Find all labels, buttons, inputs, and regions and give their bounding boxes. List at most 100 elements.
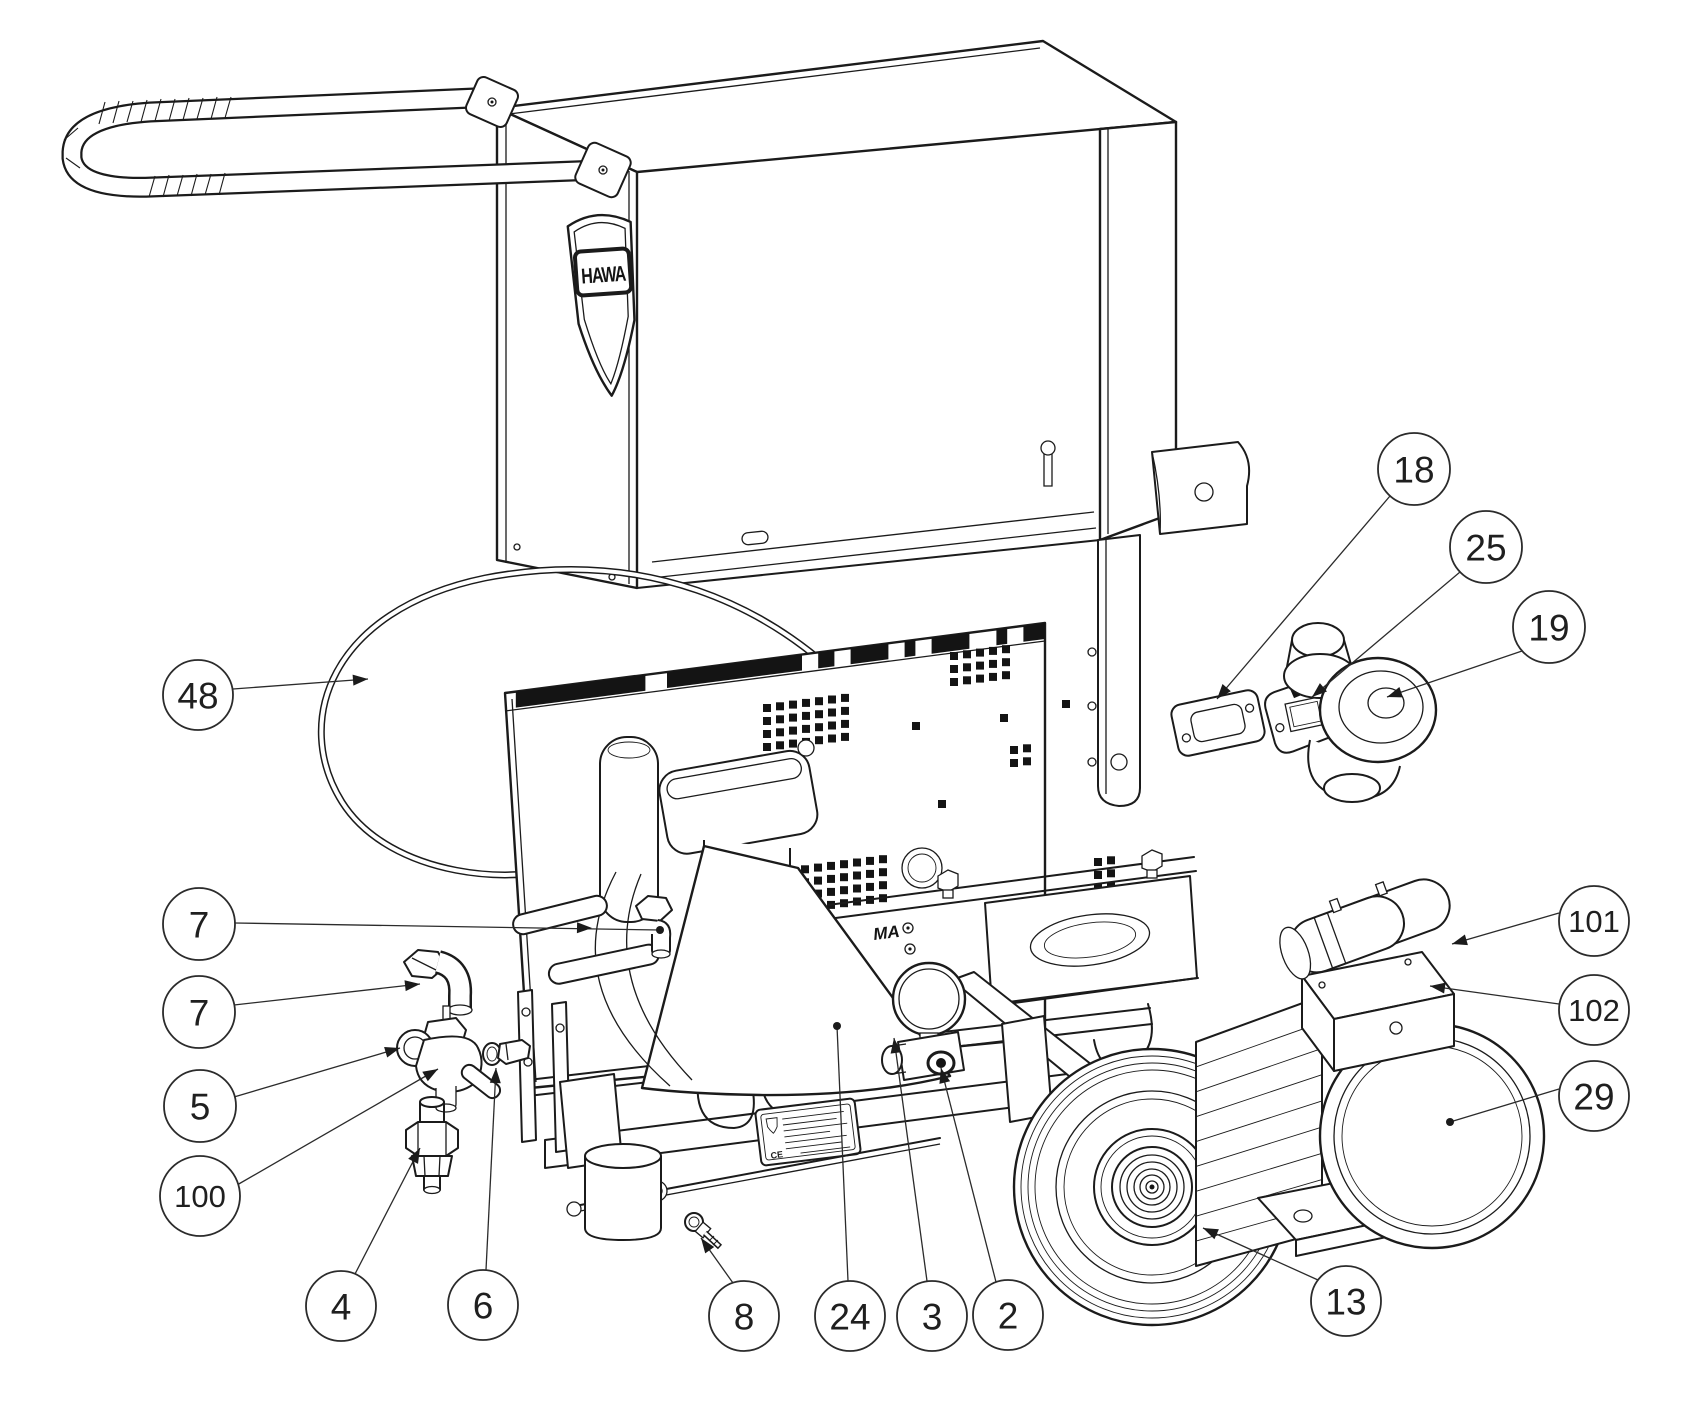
balloon-label: 29	[1573, 1076, 1614, 1117]
gauge-assembly	[881, 961, 1107, 1123]
handle-grip-hatching	[63, 96, 232, 198]
leader-line	[233, 1047, 401, 1098]
balloon-circle	[162, 659, 234, 731]
balloon-label: 7	[189, 992, 210, 1033]
installed-elbow-fitting	[635, 895, 673, 959]
balloon-circle	[972, 1279, 1044, 1351]
leader-line	[1451, 912, 1560, 945]
balloon-circle	[1377, 432, 1451, 506]
capacitor	[1279, 895, 1405, 980]
leader-dot	[1446, 1118, 1454, 1126]
hose-loop	[317, 566, 865, 879]
balloon-label: 102	[1568, 993, 1620, 1028]
leader-arrowhead	[1452, 934, 1468, 946]
callout-19: 19	[1386, 590, 1586, 698]
gasket	[1170, 689, 1266, 757]
leader-arrowhead	[701, 1238, 715, 1254]
callout-25: 25	[1311, 510, 1523, 698]
pipe-stub	[512, 894, 608, 936]
leader-arrowhead	[1217, 684, 1231, 699]
filter-housing	[658, 749, 819, 855]
vent-grid	[1010, 744, 1031, 767]
balloon-circle	[1449, 510, 1523, 584]
plug-fitting	[482, 1039, 531, 1066]
balloon-circle	[305, 1270, 377, 1342]
rating-label: CE	[754, 1097, 862, 1167]
balloon-circle	[162, 887, 236, 961]
logo-text: HAWA	[581, 262, 628, 289]
callout-48: 48	[162, 659, 369, 731]
balloon-circle	[1512, 590, 1586, 664]
callout-101: 101	[1451, 885, 1630, 957]
leader-arrowhead	[1387, 687, 1403, 698]
balloon-label: 18	[1393, 449, 1434, 490]
callout-4: 4	[305, 1147, 421, 1342]
chassis-platform	[827, 849, 1199, 1069]
balloon-circle	[814, 1280, 886, 1352]
hex-bolt	[937, 869, 959, 899]
balloon-circle	[163, 1069, 237, 1143]
leader-arrowhead	[1312, 683, 1327, 697]
balloon-circle	[1310, 1265, 1382, 1337]
balloon-circle	[896, 1280, 968, 1352]
handle-bracket	[465, 76, 519, 128]
balloon-label: 13	[1325, 1281, 1366, 1322]
hex-bolt	[1141, 849, 1163, 879]
vent-grid	[950, 645, 1010, 686]
callout-18: 18	[1216, 432, 1451, 700]
callout-3: 3	[890, 1037, 968, 1352]
leader-arrowhead	[1203, 1228, 1219, 1240]
leader-arrowhead	[384, 1047, 400, 1058]
pump-assembly	[512, 736, 952, 1097]
balloon-label: 25	[1465, 527, 1506, 568]
air-filter	[1283, 622, 1438, 803]
leader-line	[232, 678, 369, 690]
leader-line	[1449, 1088, 1560, 1123]
brand-shield-logo: HAWA	[566, 213, 636, 397]
drain-valve	[396, 1005, 502, 1113]
leader-arrowhead	[422, 1069, 438, 1082]
balloon-label: 24	[829, 1296, 870, 1337]
pressure-gauge	[891, 961, 967, 1037]
balloon-label: 5	[190, 1086, 211, 1127]
callout-8: 8	[700, 1237, 780, 1352]
elbow-fitting	[403, 949, 473, 1016]
callout-6: 6	[447, 1067, 519, 1341]
hood-cabinet	[495, 39, 1251, 807]
balloon-circle	[708, 1280, 780, 1352]
junction-box	[1301, 951, 1455, 1072]
valve-lever	[460, 1063, 502, 1100]
leader-arrowhead	[408, 1148, 420, 1164]
undercarriage: CE	[559, 1073, 941, 1241]
callout-29: 29	[1446, 1060, 1630, 1132]
leader-line	[233, 983, 421, 1006]
leader-line	[354, 1147, 421, 1275]
leader-line	[940, 1067, 997, 1283]
balloon-label: 101	[1568, 904, 1620, 939]
leader-line	[893, 1037, 928, 1282]
callout-5: 5	[163, 1047, 401, 1143]
balloon-label: 3	[922, 1296, 943, 1337]
callout-7b: 7	[162, 975, 421, 1049]
support-foot	[584, 1143, 662, 1241]
leader-line	[1216, 495, 1391, 700]
leader-dot	[833, 1022, 841, 1030]
ce-mark: CE	[770, 1149, 784, 1160]
callout-7a: 7	[162, 887, 664, 961]
leader-line	[485, 1067, 497, 1271]
leader-arrowhead	[489, 1068, 501, 1084]
leader-line	[1429, 985, 1560, 1005]
leader-arrowhead	[890, 1038, 902, 1054]
callout-24: 24	[814, 1022, 886, 1352]
balloon-circle	[1558, 1060, 1630, 1132]
balloon-label: 19	[1528, 607, 1569, 648]
leader-line	[836, 1025, 849, 1282]
balloon-circle	[1558, 974, 1630, 1046]
leader-line	[236, 1068, 439, 1186]
callout-102: 102	[1429, 974, 1630, 1046]
leader-dot	[656, 926, 664, 934]
leader-arrowhead	[576, 922, 592, 934]
